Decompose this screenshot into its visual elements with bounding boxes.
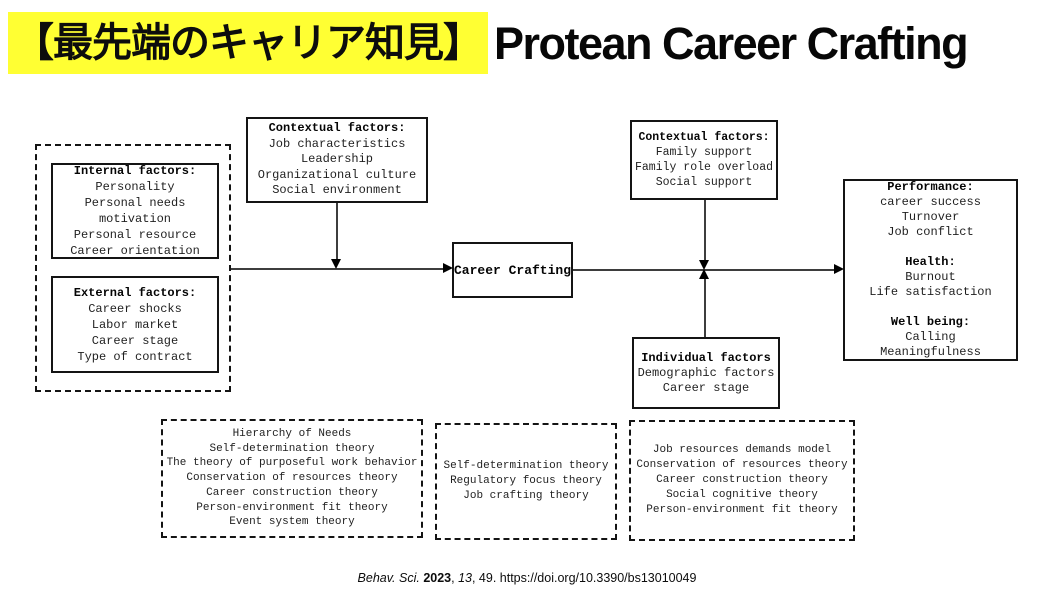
theory-item: Self-determination theory [443,460,609,472]
internal-factor-item: Personal needs [84,196,186,210]
external-factors-box: External factors: Career shocks Labor ma… [51,276,219,373]
citation-separator: , [451,571,459,585]
contextual-factor-item: Social support [655,176,753,189]
contextual-family-moderator-line [704,200,706,261]
individual-factor-item: Demographic factors [637,365,775,380]
internal-factors-title: Internal factors: [73,164,197,178]
arrowhead-into-career-crafting [443,263,453,273]
theories-crafting-box: Self-determination theory Regulatory foc… [435,423,617,540]
contextual-factor-item: Job characteristics [268,136,406,151]
citation-year: 2023 [423,571,452,585]
wellbeing-item: Calling [905,330,956,344]
performance-item: Turnover [901,210,960,224]
theory-item: Job crafting theory [463,490,589,502]
theory-item: Conservation of resources theory [636,459,848,471]
contextual-factor-item: Family role overload [634,161,774,174]
theory-item: Self-determination theory [209,442,375,455]
theory-item: Event system theory [229,516,355,529]
internal-factor-item: motivation [98,212,171,226]
contextual-factor-item: Organizational culture [257,167,417,182]
internal-factor-item: Personality [95,180,175,194]
performance-title: Performance: [887,180,974,194]
health-item: Life satisfaction [869,285,992,299]
external-factor-item: Type of contract [77,349,193,364]
wellbeing-section: Well being: Calling Meaningfulness [880,315,981,360]
citation-pages-doi: , 49. https://doi.org/10.3390/bs13010049 [471,571,697,585]
contextual-factors-work-title: Contextual factors: [268,121,406,136]
outcomes-box: Performance: career success Turnover Job… [843,179,1018,361]
antecedents-dashed-container [35,144,231,392]
contextual-factor-item: Family support [655,146,753,159]
theory-item: Person-environment fit theory [196,501,388,514]
individual-factor-item: Career stage [662,380,750,395]
internal-factor-item: Personal resource [73,228,197,242]
theory-item: Career construction theory [656,474,828,486]
page-title: Protean Career Crafting [494,18,969,69]
wellbeing-title: Well being: [890,315,971,329]
arrowhead-contextual-family-moderator [699,260,709,270]
external-factors-title: External factors: [73,285,197,300]
contextual-factors-family-title: Contextual factors: [638,131,770,144]
health-title: Health: [905,255,956,269]
citation-journal: Behav. Sci. [357,571,424,585]
citation: Behav. Sci. 2023, 13, 49. https://doi.or… [0,571,1054,585]
contextual-factors-family-box: Contextual factors: Family support Famil… [630,120,778,200]
career-crafting-title: Career Crafting [453,262,572,278]
performance-item: Job conflict [887,225,974,239]
theories-outcomes-box: Job resources demands model Conservation… [629,420,855,541]
highlighted-japanese-title: 【最先端のキャリア知見】 [8,12,488,74]
internal-factor-item: Career orientation [70,244,200,258]
contextual-work-moderator-line [336,203,338,260]
internal-factors-box: Internal factors: Personality Personal n… [51,163,219,259]
external-factor-item: Career stage [91,333,179,348]
individual-factors-title: Individual factors [641,350,771,365]
contextual-factor-item: Social environment [272,183,402,198]
performance-section: Performance: career success Turnover Job… [880,180,981,240]
theory-item: Conservation of resources theory [186,472,398,485]
individual-moderator-line [704,278,706,337]
theory-item: The theory of purposeful work behavior [166,457,418,470]
health-item: Burnout [905,270,956,284]
theory-item: Person-environment fit theory [646,504,838,516]
health-section: Health: Burnout Life satisfaction [869,255,991,300]
wellbeing-item: Meaningfulness [880,345,981,359]
career-crafting-box: Career Crafting [452,242,573,298]
individual-factors-box: Individual factors Demographic factors C… [632,337,780,409]
contextual-factors-work-box: Contextual factors: Job characteristics … [246,117,428,203]
theories-antecedents-box: Hierarchy of Needs Self-determination th… [161,419,423,538]
theory-item: Job resources demands model [652,444,832,456]
theory-item: Social cognitive theory [666,489,818,501]
external-factor-item: Career shocks [88,301,182,316]
theory-item: Regulatory focus theory [450,475,602,487]
citation-volume: 13 [458,571,472,585]
external-factor-item: Labor market [91,317,179,332]
performance-item: career success [880,195,981,209]
contextual-factor-item: Leadership [300,152,373,167]
theory-item: Hierarchy of Needs [232,427,352,440]
arrowhead-individual-moderator [699,269,709,279]
arrowhead-contextual-work-moderator [331,259,341,269]
theory-item: Career construction theory [206,486,378,499]
arrowhead-into-outcomes [834,264,844,274]
